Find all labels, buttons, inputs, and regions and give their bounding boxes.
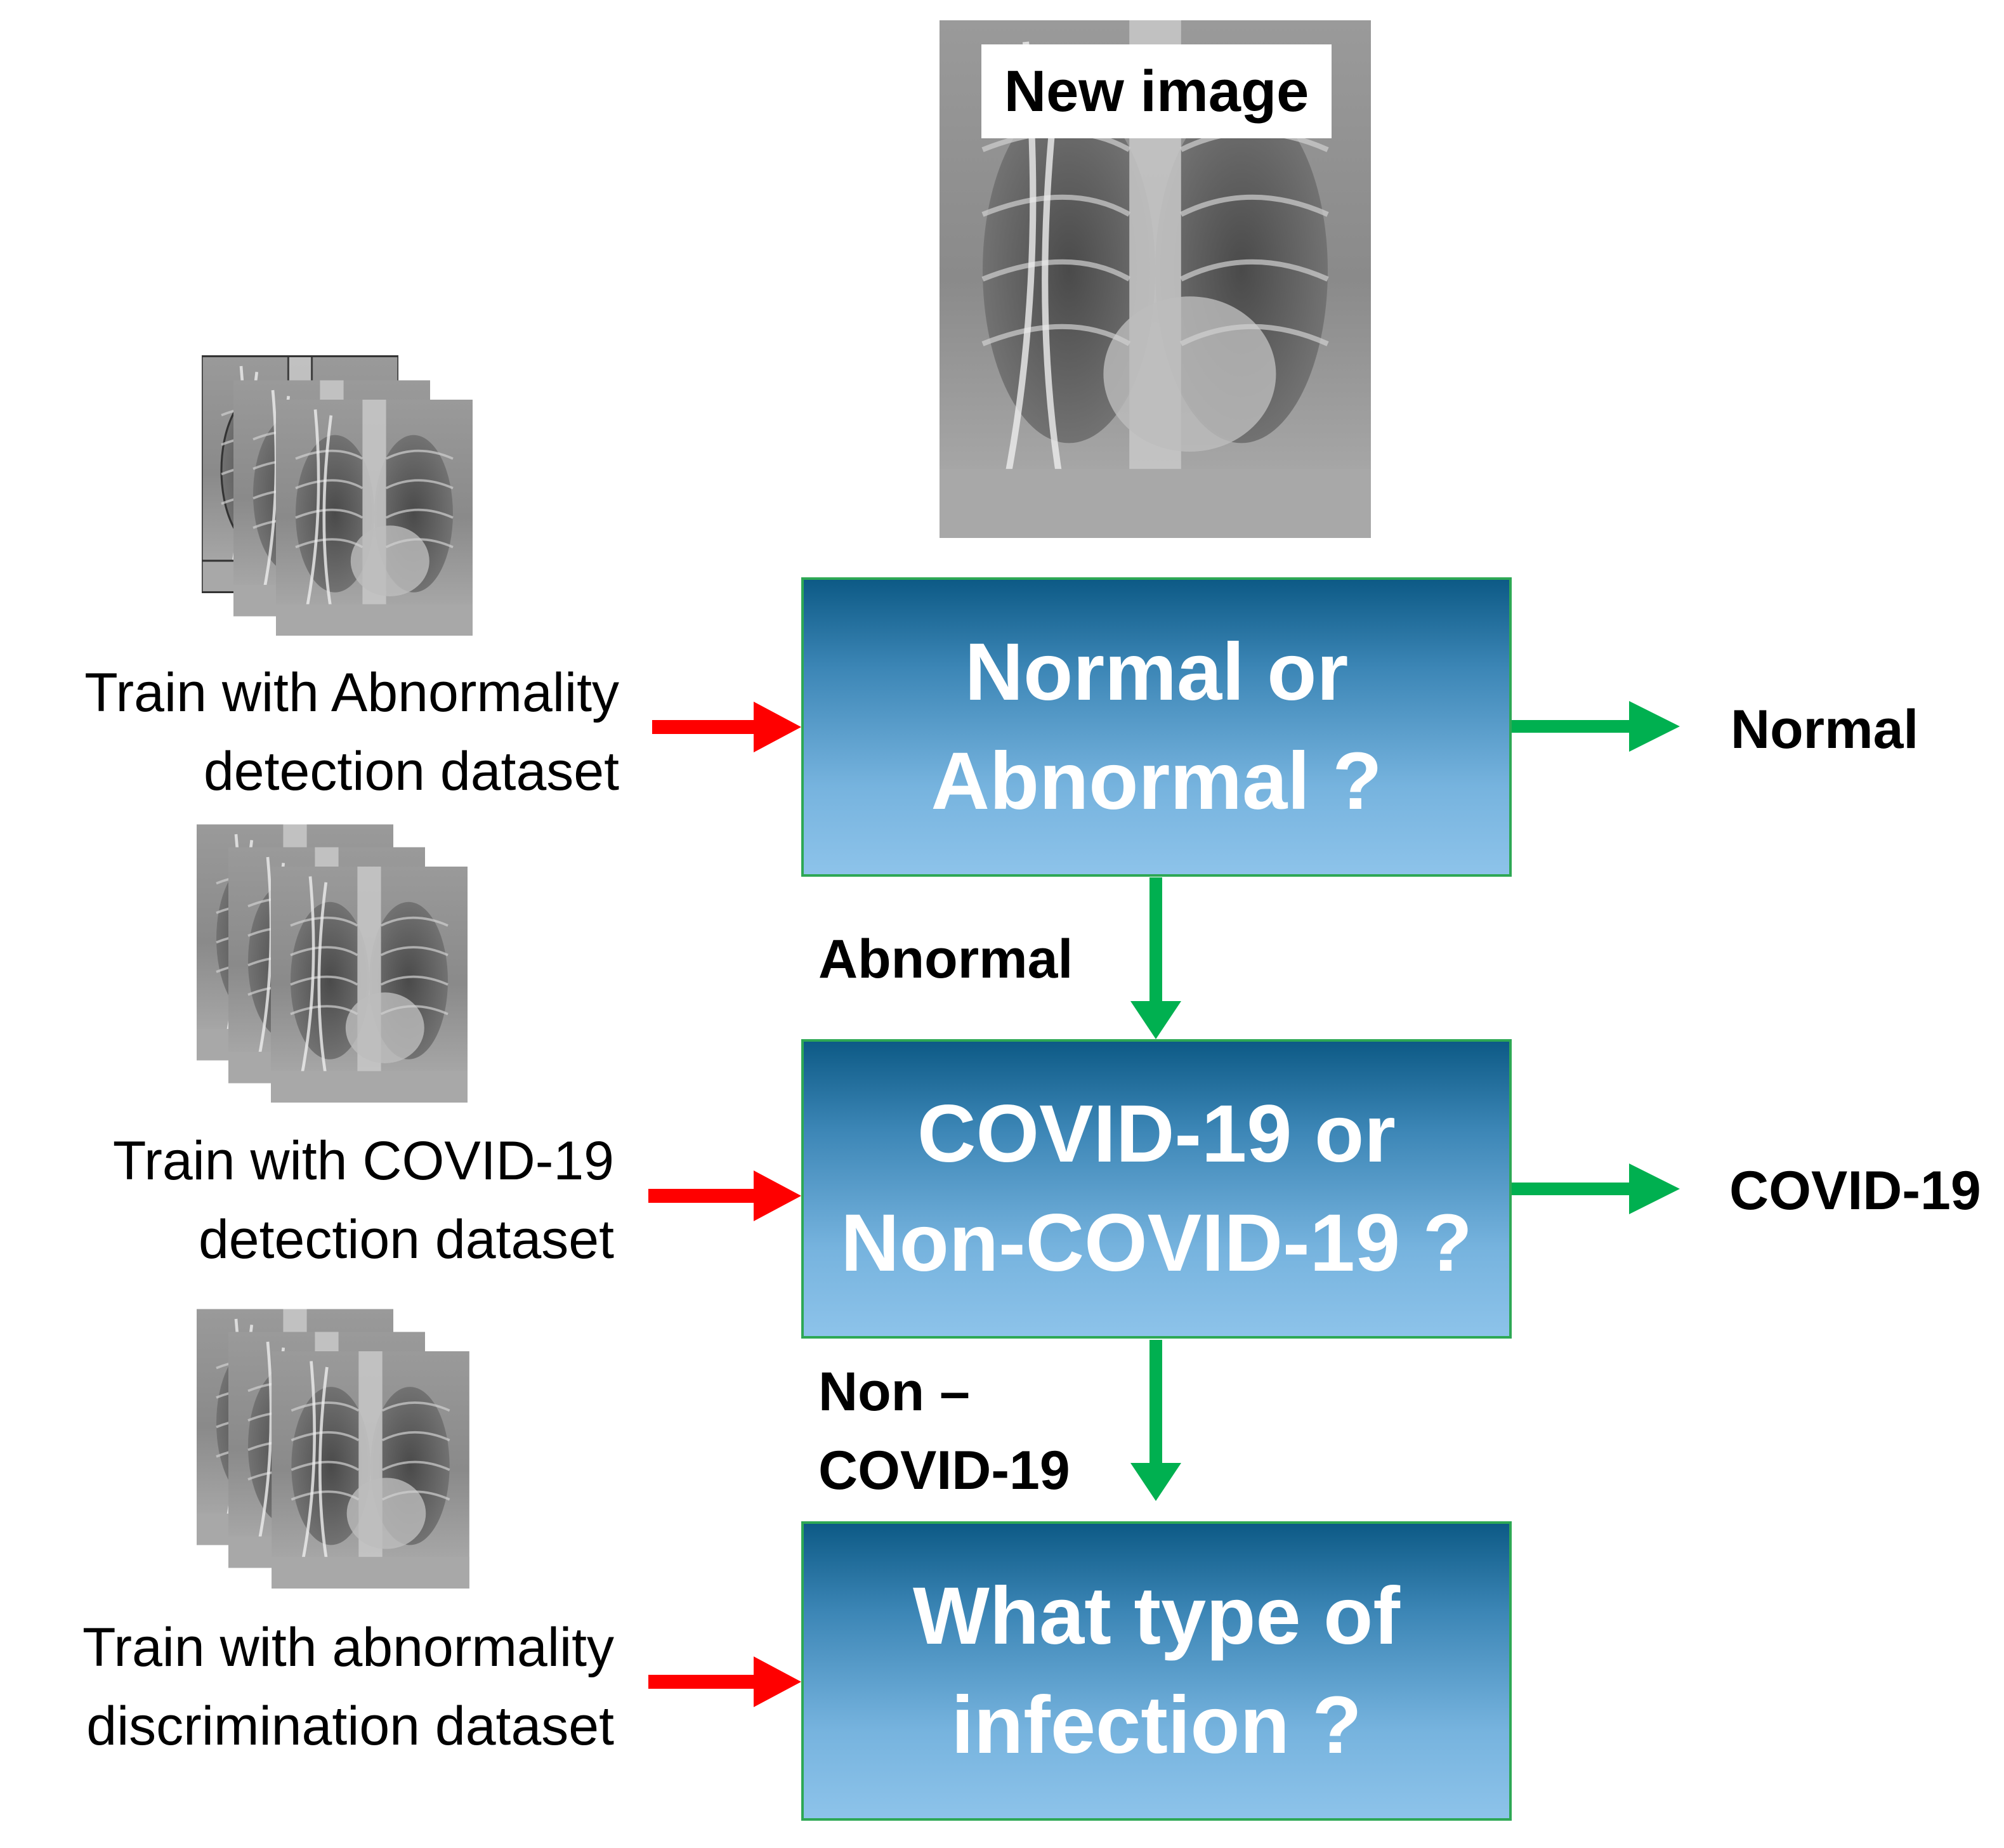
- flow-arrow-abnormal: [1130, 877, 1181, 1039]
- flow-label-abnormal: Abnormal: [818, 929, 1073, 990]
- input-arrow: [648, 1170, 801, 1221]
- flow-arrow-non-covid: [1130, 1340, 1181, 1501]
- decision-box-infection-type: What type of infection ?: [801, 1521, 1512, 1821]
- decision-box-normal-abnormal: Normal or Abnormal ?: [801, 577, 1512, 877]
- decision-box-text: Normal or Abnormal ?: [931, 627, 1382, 827]
- decision-box-text: What type of infection ?: [913, 1571, 1400, 1771]
- output-label-covid: COVID-19: [1729, 1160, 1981, 1221]
- output-label-normal: Normal: [1731, 699, 1919, 760]
- flow-label-non-covid: Non – COVID-19: [818, 1361, 1070, 1501]
- new-image-label: New image: [981, 44, 1332, 138]
- input-arrow: [652, 702, 801, 752]
- output-arrow-normal: [1512, 701, 1680, 752]
- decision-box-text: COVID-19 or Non-COVID-19 ?: [841, 1089, 1472, 1288]
- training-label-abnormality: Train with Abnormality detection dataset: [84, 662, 619, 802]
- xray-stack-icon: [197, 825, 468, 1103]
- decision-box-covid: COVID-19 or Non-COVID-19 ?: [801, 1039, 1512, 1339]
- training-label-discrimination: Train with abnormality discrimination da…: [82, 1617, 614, 1757]
- output-arrow-covid: [1512, 1163, 1680, 1214]
- xray-stack-icon: [202, 357, 473, 636]
- input-arrow: [648, 1656, 801, 1707]
- xray-stack-icon: [197, 1309, 469, 1589]
- training-label-covid: Train with COVID-19 detection dataset: [112, 1130, 614, 1270]
